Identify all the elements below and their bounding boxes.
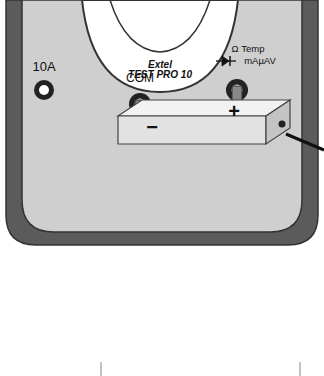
adapter-shape — [116, 96, 292, 146]
dial-knob — [110, 0, 210, 52]
jack-label: 10A — [32, 60, 55, 73]
frame-line — [299, 362, 300, 376]
meter-body — [6, 0, 318, 245]
cable — [286, 134, 324, 150]
diode-symbol — [216, 56, 236, 66]
jack — [34, 80, 54, 100]
meter-panel — [22, 0, 302, 232]
brand-name: Extel — [148, 60, 172, 70]
dial — [82, 0, 238, 92]
jack-label: Ω Temp — [232, 44, 265, 54]
polarity-sign: − — [146, 117, 158, 137]
frame-line — [100, 362, 101, 376]
polarity-sign: + — [228, 101, 240, 121]
jack-label: mAµAV — [244, 56, 276, 66]
plug-adapter: −+ — [116, 96, 292, 146]
jack-label: COM — [126, 72, 154, 84]
